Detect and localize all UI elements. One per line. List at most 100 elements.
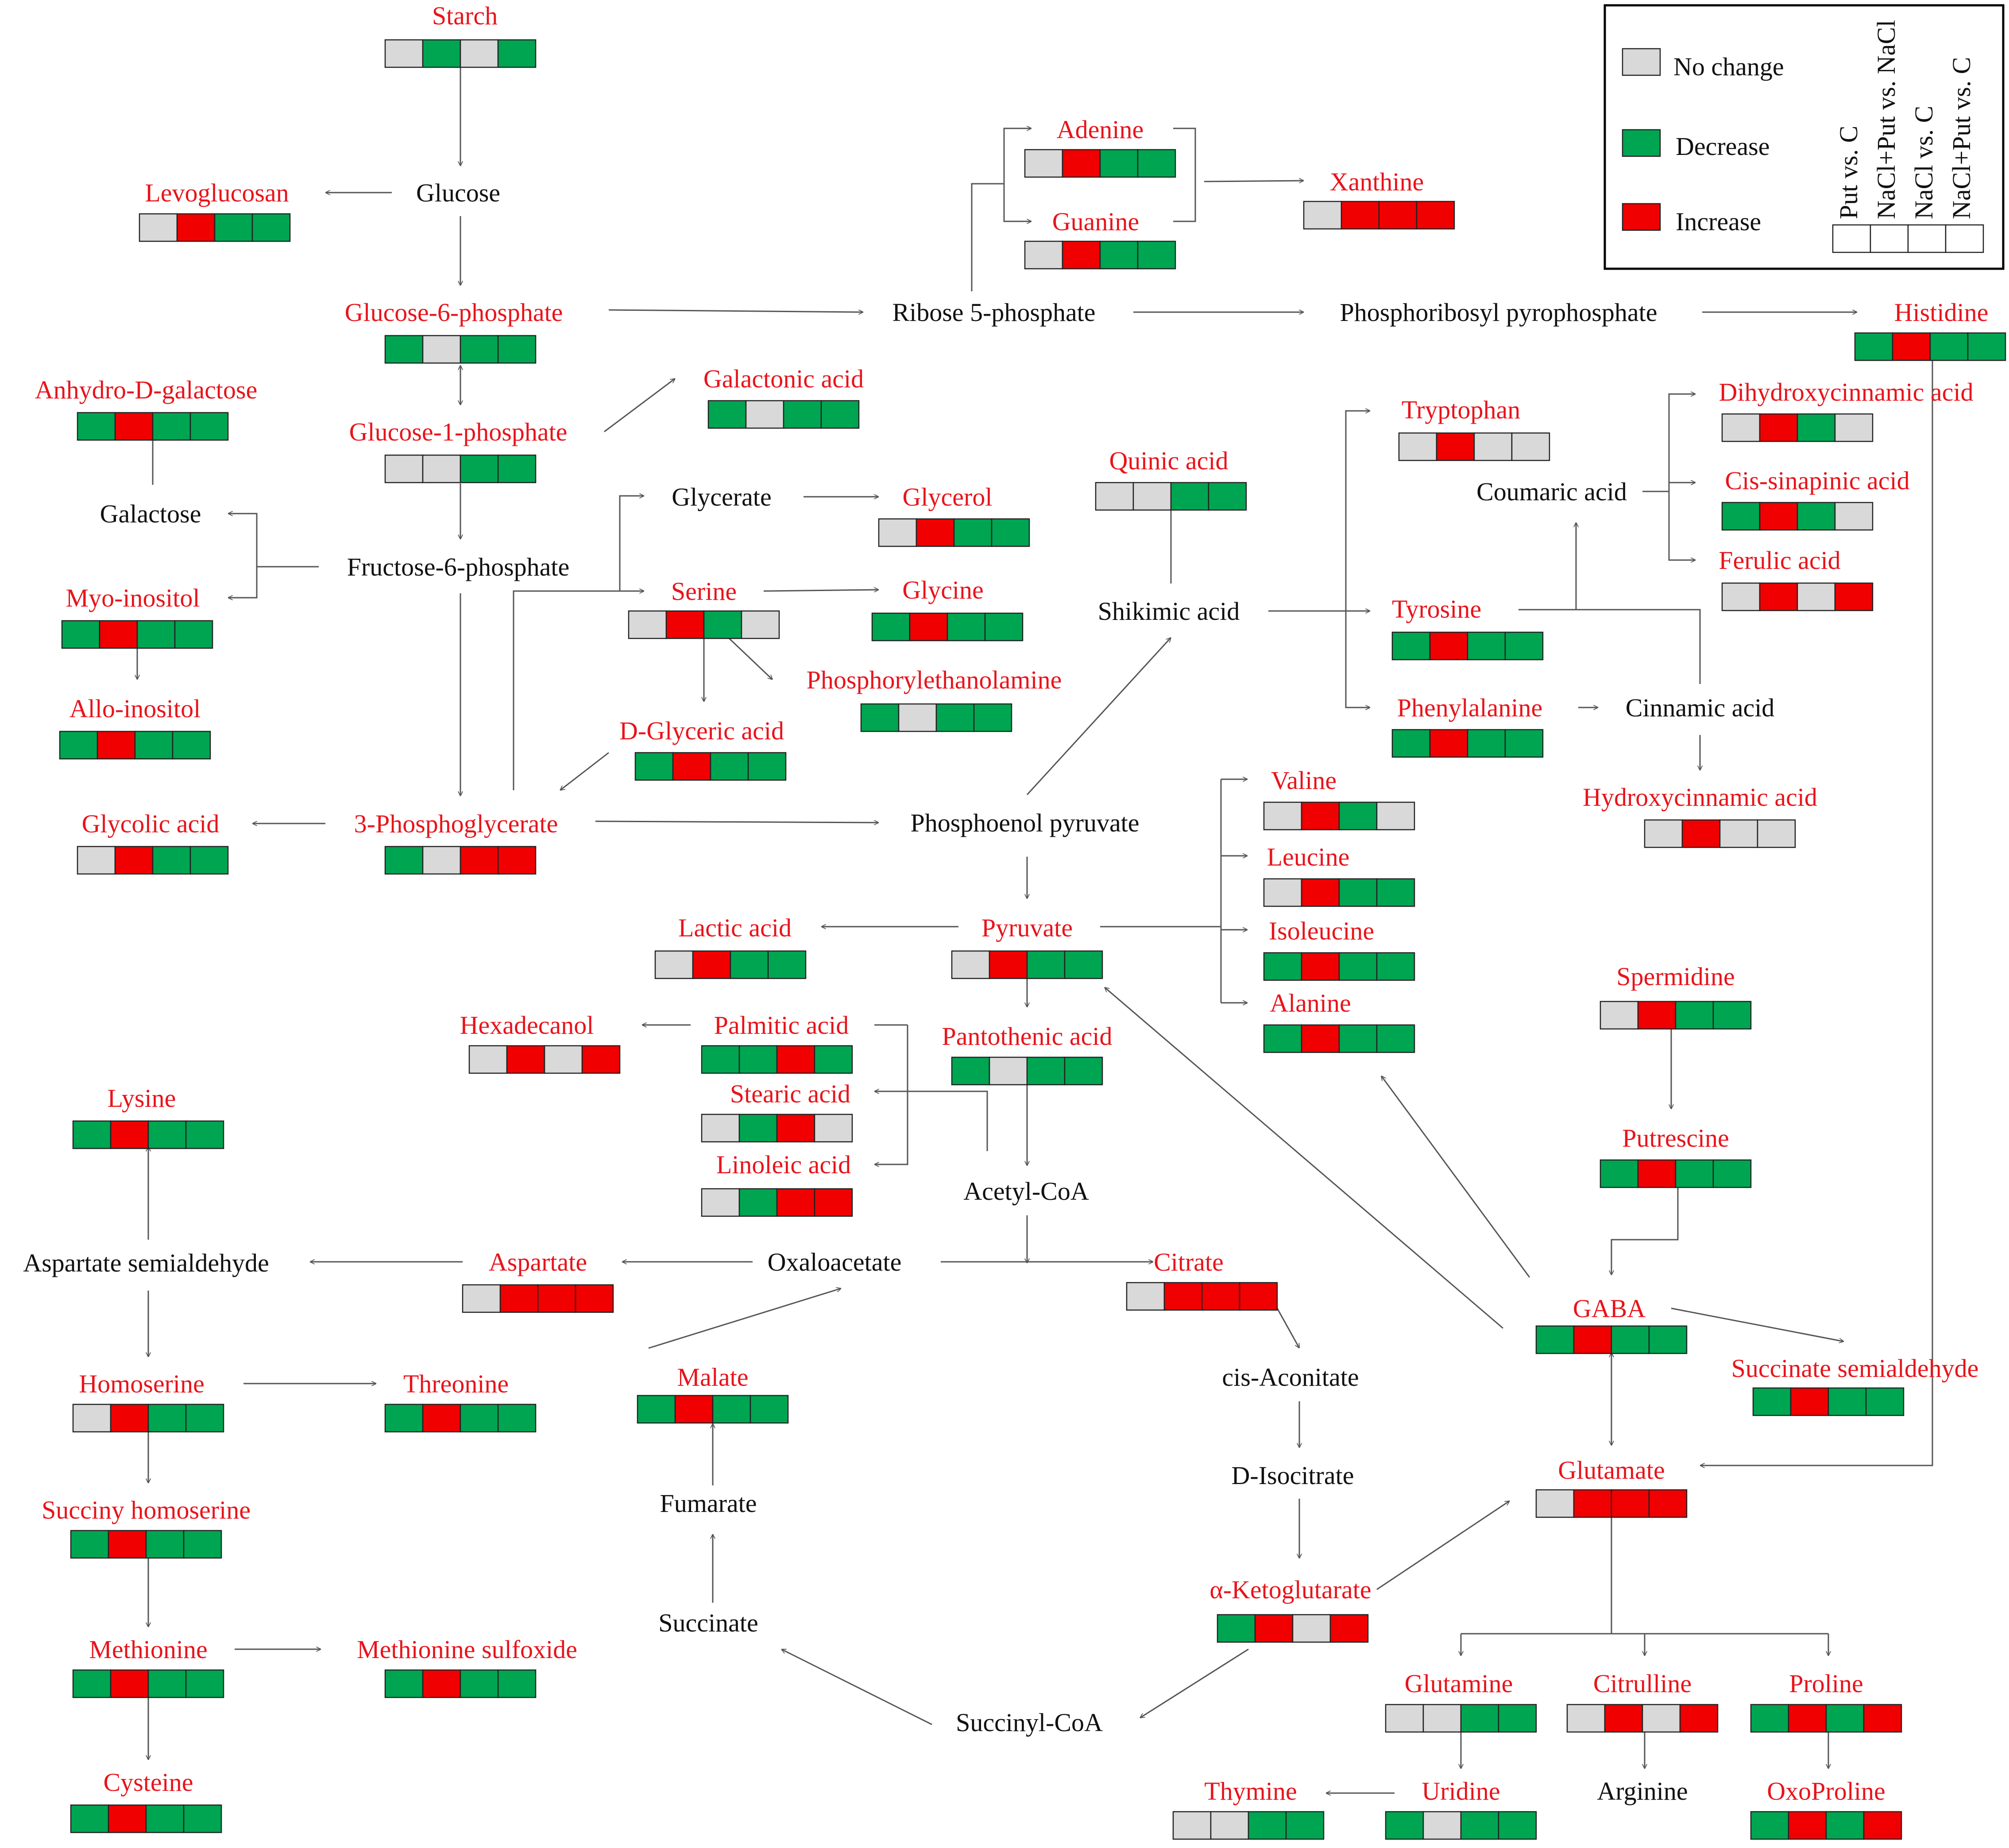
change-bar	[878, 518, 1030, 547]
metabolite-node: Cysteine	[70, 1768, 222, 1833]
change-cell	[189, 412, 229, 441]
metabolite-label: Tyrosine	[1392, 595, 1481, 623]
change-cell	[767, 950, 807, 979]
change-cell	[506, 1045, 545, 1074]
metabolite-label: Putrescine	[1622, 1124, 1729, 1152]
metabolite-label: Thymine	[1204, 1777, 1297, 1805]
change-cell	[871, 612, 911, 642]
metabolite-label: 3-Phosphoglycerate	[354, 809, 558, 838]
change-cell	[172, 731, 211, 760]
change-cell	[1095, 482, 1134, 511]
legend-column-label: NaCl vs. C	[1909, 106, 1938, 219]
change-cell	[747, 752, 787, 781]
change-cell	[783, 400, 822, 429]
change-cell	[1759, 413, 1798, 442]
change-cell	[1721, 582, 1761, 611]
change-cell	[707, 400, 747, 429]
change-cell	[1721, 413, 1761, 442]
change-cell	[1759, 502, 1798, 531]
metabolite-label: Guanine	[1052, 207, 1140, 236]
change-bar	[72, 1120, 224, 1149]
metabolite-node: Glycerol	[878, 483, 1030, 547]
legend-column-label: Put vs. C	[1834, 126, 1863, 219]
change-bar	[1752, 1387, 1905, 1416]
change-cell	[1460, 1704, 1499, 1733]
metabolite-node: Anhydro-D-galactose	[35, 375, 258, 441]
change-cell	[497, 1403, 537, 1433]
change-cell	[114, 412, 154, 441]
metabolite-node: 3-Phosphoglycerate	[354, 809, 558, 875]
change-cell	[1301, 952, 1340, 981]
change-cell	[174, 620, 213, 649]
change-cell	[1301, 801, 1340, 831]
change-cell	[1535, 1489, 1575, 1518]
metabolite-node: Quinic acid	[1095, 446, 1247, 511]
legend-column-box	[1945, 224, 1984, 253]
change-cell	[984, 612, 1024, 642]
metabolite-label: Valine	[1271, 766, 1337, 795]
change-cell	[1064, 1056, 1103, 1086]
legend: No change Decrease Increase Put vs. C Na…	[1603, 4, 2005, 270]
metabolite-label: Malate	[677, 1363, 748, 1392]
metabolite-label: Threonine	[403, 1369, 509, 1398]
change-cell	[1642, 1704, 1681, 1733]
change-cell	[1460, 1811, 1499, 1840]
change-cell	[1391, 729, 1431, 758]
metabolite-node: Xanthine	[1303, 167, 1455, 230]
metabolite-node: Cis-sinapinic acid	[1721, 466, 1910, 531]
change-cell	[1648, 1489, 1688, 1518]
change-cell	[1929, 332, 1969, 361]
change-cell	[1239, 1282, 1278, 1311]
change-cell	[973, 703, 1012, 732]
change-cell	[953, 518, 993, 547]
metabolite-node: Citrate	[1126, 1248, 1278, 1311]
change-cell	[628, 610, 667, 639]
change-cell	[1511, 432, 1550, 461]
change-cell	[665, 610, 705, 639]
legend-column-label: NaCl+Put vs. NaCl	[1872, 20, 1901, 219]
change-cell	[738, 1188, 778, 1217]
change-cell	[384, 39, 424, 68]
change-cell	[497, 39, 537, 68]
metabolite-label: Anhydro-D-galactose	[35, 375, 258, 404]
change-cell	[1024, 149, 1063, 178]
change-bar	[1599, 1159, 1752, 1188]
change-bar	[1263, 952, 1415, 981]
change-cell	[1566, 1704, 1606, 1733]
intermediate-label: Coumaric acid	[1476, 477, 1627, 506]
legend-swatch-decrease	[1622, 129, 1661, 157]
change-cell	[1752, 1387, 1792, 1416]
change-cell	[460, 454, 499, 483]
intermediate-label: Cinnamic acid	[1626, 693, 1775, 722]
metabolite-node: OxoProline	[1750, 1777, 1902, 1840]
change-cell	[776, 1045, 815, 1074]
metabolite-node: Succinate semialdehyde	[1731, 1354, 1978, 1416]
change-bar	[1854, 332, 2006, 361]
metabolite-label: Citrate	[1154, 1248, 1224, 1276]
metabolite-node: Glycine	[871, 576, 1024, 642]
legend-column-boxes	[1832, 224, 1984, 253]
change-cell	[1201, 1282, 1240, 1311]
change-cell	[468, 1045, 508, 1074]
change-cell	[1644, 819, 1683, 848]
change-cell	[738, 1045, 778, 1074]
change-cell	[1827, 1387, 1867, 1416]
change-bar	[384, 1403, 537, 1433]
change-cell	[147, 1669, 187, 1698]
metabolite-node: Proline	[1750, 1669, 1902, 1733]
change-cell	[776, 1188, 815, 1217]
intermediate-label: Oxaloacetate	[768, 1248, 902, 1276]
change-cell	[1504, 631, 1544, 661]
change-cell	[1637, 1001, 1677, 1030]
metabolite-label: Glutamine	[1405, 1669, 1513, 1698]
change-cell	[1132, 482, 1172, 511]
change-cell	[1498, 1704, 1537, 1733]
metabolite-node: Pantothenic acid	[942, 1022, 1112, 1086]
change-cell	[730, 950, 769, 979]
metabolite-node: Levoglucosan	[139, 178, 291, 242]
metabolite-label: Pyruvate	[981, 913, 1073, 942]
metabolite-node: Glycolic acid	[77, 809, 229, 875]
metabolite-node: Tryptophan	[1398, 395, 1550, 461]
change-cell	[947, 612, 986, 642]
